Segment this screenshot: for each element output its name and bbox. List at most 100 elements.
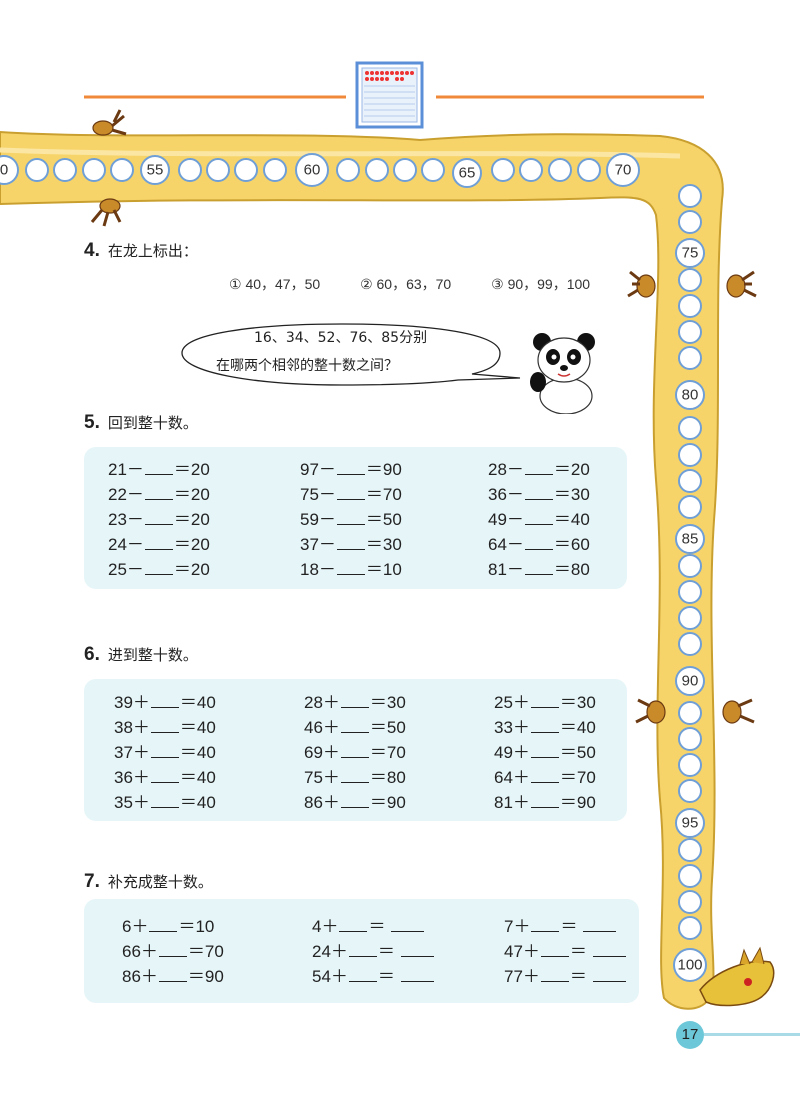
equation-left: 25＋ (494, 693, 530, 712)
equation-right: ＝80 (369, 768, 406, 787)
answer-blank[interactable] (340, 768, 369, 783)
answer-blank[interactable] (530, 768, 559, 783)
dragon-circle (678, 554, 702, 578)
answer-blank[interactable] (530, 743, 559, 758)
answer-blank[interactable] (336, 485, 365, 500)
answer-blank[interactable] (530, 793, 559, 808)
answer-blank[interactable] (336, 460, 365, 475)
answer-blank[interactable] (592, 967, 626, 982)
answer-blank[interactable] (340, 693, 369, 708)
equation: 46＋＝50 (304, 713, 406, 738)
equation: 66＋＝70 (122, 937, 224, 962)
dragon-leg-icon (90, 109, 757, 724)
dragon-circle (421, 158, 445, 182)
answer-blank[interactable] (144, 560, 173, 575)
answer-blank[interactable] (144, 535, 173, 550)
answer-blank[interactable] (340, 793, 369, 808)
answer-blank[interactable] (540, 967, 569, 982)
equation-left: 28－ (488, 460, 524, 479)
equation-right: ＝20 (173, 460, 210, 479)
q5-panel (84, 447, 627, 589)
dragon-circle (675, 808, 705, 838)
answer-blank[interactable] (158, 942, 187, 957)
equation-left: 22－ (108, 485, 144, 504)
answer-blank[interactable] (524, 510, 553, 525)
answer-blank[interactable] (348, 942, 377, 957)
q4-option-3: ③ 90，99，100 (491, 276, 591, 292)
answer-blank[interactable] (144, 510, 173, 525)
answer-blank[interactable] (524, 535, 553, 550)
equation-right: ＝20 (173, 560, 210, 579)
equation-right: ＝90 (369, 793, 406, 812)
equation-right: ＝ (377, 942, 395, 961)
equation-right: ＝40 (179, 793, 216, 812)
dragon-circle (678, 294, 702, 318)
equation-right: ＝50 (365, 510, 402, 529)
answer-blank[interactable] (149, 917, 178, 932)
answer-blank[interactable] (530, 693, 559, 708)
answer-blank[interactable] (340, 743, 369, 758)
equation-left: 36－ (488, 485, 524, 504)
answer-blank[interactable] (144, 460, 173, 475)
answer-blank[interactable] (583, 917, 617, 932)
dragon-number-label: 0 (0, 162, 8, 179)
dragon-circle (678, 443, 702, 467)
equation-left: 25－ (108, 560, 144, 579)
equation: 18－＝10 (300, 555, 402, 580)
answer-blank[interactable] (144, 485, 173, 500)
answer-blank[interactable] (336, 560, 365, 575)
equation: 77＋＝ (504, 962, 627, 987)
answer-blank[interactable] (150, 768, 179, 783)
dragon-number-label: 80 (682, 387, 699, 404)
dragon-circle (678, 320, 702, 344)
answer-blank[interactable] (530, 718, 559, 733)
equation: 75－＝70 (300, 480, 402, 505)
answer-blank[interactable] (391, 917, 425, 932)
answer-blank[interactable] (524, 485, 553, 500)
answer-blank[interactable] (150, 693, 179, 708)
equation: 25＋ ＝30 (494, 688, 596, 713)
answer-blank[interactable] (158, 967, 187, 982)
answer-blank[interactable] (400, 967, 434, 982)
answer-blank[interactable] (400, 942, 434, 957)
answer-blank[interactable] (336, 510, 365, 525)
answer-blank[interactable] (339, 917, 368, 932)
answer-blank[interactable] (348, 967, 377, 982)
dragon-number-label: 90 (682, 673, 699, 690)
dragon-number-label: 60 (304, 162, 321, 179)
q6-title: 进到整十数。 (107, 646, 198, 664)
answer-blank[interactable] (150, 743, 179, 758)
equation: 75＋＝80 (304, 763, 406, 788)
equation-right: ＝ (368, 917, 386, 936)
answer-blank[interactable] (150, 793, 179, 808)
dragon-circle (678, 727, 702, 751)
equation: 59－＝50 (300, 505, 402, 530)
answer-blank[interactable] (531, 917, 560, 932)
dragon-circle (678, 916, 702, 940)
equation-left: 37－ (300, 535, 336, 554)
equation-right: ＝30 (559, 693, 596, 712)
equation-left: 97－ (300, 460, 336, 479)
dragon-circle (678, 779, 702, 803)
answer-blank[interactable] (524, 560, 553, 575)
dragon-circle (678, 753, 702, 777)
answer-blank[interactable] (592, 942, 626, 957)
equation-right: ＝70 (559, 768, 596, 787)
equation-left: 86＋ (122, 967, 158, 986)
equation: 64－＝60 (488, 530, 590, 555)
q6-panel (84, 679, 627, 821)
answer-blank[interactable] (150, 718, 179, 733)
answer-blank[interactable] (340, 718, 369, 733)
equation: 22－ ＝20 (108, 480, 210, 505)
equation: 7＋＝ (504, 912, 617, 937)
dragon-circle (678, 838, 702, 862)
q4-option-2: ② 60，63，70 (360, 276, 452, 292)
answer-blank[interactable] (524, 460, 553, 475)
answer-blank[interactable] (540, 942, 569, 957)
equation-left: 7＋ (504, 917, 531, 936)
dragon-circle (678, 864, 702, 888)
answer-blank[interactable] (336, 535, 365, 550)
dragon-circle (234, 158, 258, 182)
equation-right: ＝20 (173, 485, 210, 504)
